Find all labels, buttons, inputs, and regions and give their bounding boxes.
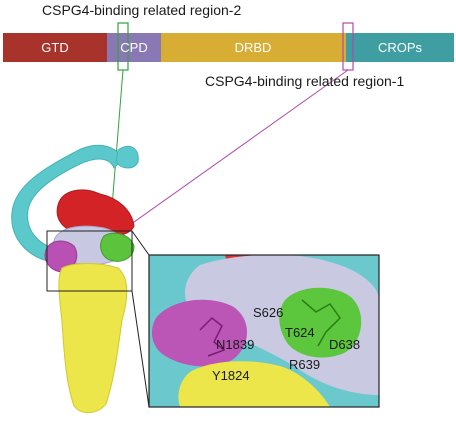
zoom-connector-bottom: [131, 290, 150, 408]
domain-cpd-segment: [107, 33, 161, 62]
zoom-connector-top: [131, 230, 150, 256]
region2-surface: [100, 232, 135, 262]
region1-connector-line: [119, 69, 349, 233]
inset-stick-magenta: [199, 316, 226, 357]
domain-label-gtd: GTD: [41, 40, 69, 55]
domain-label-crops: CROPs: [377, 40, 423, 55]
zoom-source-box: [46, 230, 133, 292]
domain-label-cpd: CPD: [120, 40, 148, 55]
residue-label-n1839: N1839: [216, 337, 255, 352]
crops-domain-surface-tip: [115, 146, 139, 169]
zoom-inset: [149, 255, 379, 407]
inset-green-region2: [279, 287, 362, 358]
inset-stick-green: [301, 299, 341, 347]
region1-surface: [44, 240, 78, 273]
region1-label: CSPG4-binding related region-1: [205, 73, 405, 89]
domain-drbd-segment: [161, 33, 346, 62]
domain-gtd-segment: [3, 33, 107, 62]
inset-yellow-drbd: [178, 361, 330, 407]
region2-label: CSPG4-binding related region-2: [42, 2, 242, 18]
residue-label-y1824: Y1824: [212, 368, 250, 383]
residue-label-t624: T624: [285, 325, 315, 340]
inset-magenta-region1: [151, 299, 247, 367]
domain-bar: [3, 33, 454, 62]
zoom-inset-frame: [148, 254, 380, 408]
residue-label-d638: D638: [329, 337, 361, 352]
domain-crops-segment: [346, 33, 454, 62]
domain-label-drbd: DRBD: [234, 40, 272, 55]
drbd-domain-surface: [58, 263, 128, 413]
protein-structure: [11, 144, 139, 413]
residue-label-s626: S626: [253, 305, 284, 320]
residue-label-r639: R639: [289, 357, 321, 372]
